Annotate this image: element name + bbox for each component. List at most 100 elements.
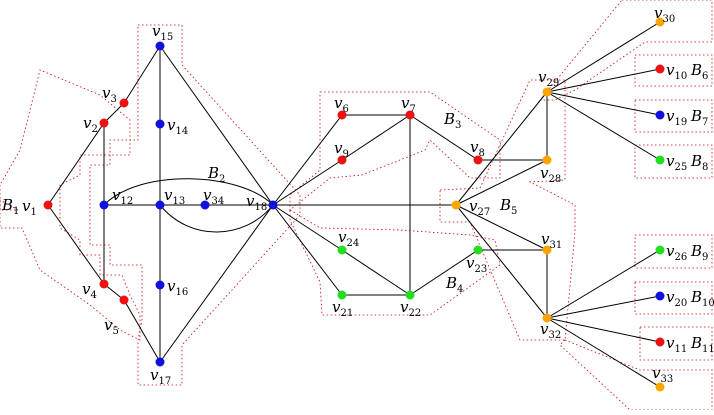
block-label-sub: 11 xyxy=(702,344,714,355)
vertex-label-base: v xyxy=(666,334,675,352)
vertex-v20 xyxy=(655,291,665,301)
edge-v18-v6 xyxy=(272,114,343,206)
block-label-base: B xyxy=(690,61,702,79)
block-label-sub: 7 xyxy=(702,117,708,128)
edge-v32-v33 xyxy=(546,317,661,388)
vertex-label-sub: 11 xyxy=(674,344,687,355)
vertex-v21 xyxy=(337,290,347,300)
vertex-label-sub: 6 xyxy=(342,104,348,115)
vertex-label-v22: v22 xyxy=(400,298,421,319)
vertex-label-base: v xyxy=(203,186,212,204)
vertex-label-sub: 34 xyxy=(211,196,224,207)
block-label-B4: B4 xyxy=(445,274,463,295)
vertex-v29 xyxy=(542,87,552,97)
vertex-label-sub: 4 xyxy=(90,290,96,301)
vertex-label-base: v xyxy=(152,22,161,40)
vertex-v12 xyxy=(99,200,109,210)
block-label-base: B xyxy=(690,288,702,306)
vertex-label-sub: 31 xyxy=(549,240,562,251)
edge-v18-v24 xyxy=(272,204,343,251)
vertex-v28 xyxy=(542,155,552,165)
vertex-label-sub: 16 xyxy=(175,287,188,298)
block-label-B8: B8 xyxy=(690,152,708,173)
vertex-label-v12: v12 xyxy=(112,186,133,207)
block-label-B9: B9 xyxy=(690,242,708,263)
vertex-label-sub: 3 xyxy=(110,94,116,105)
vertex-label-v17: v17 xyxy=(150,366,171,387)
edge-v7-v8 xyxy=(409,114,479,161)
vertex-label-sub: 21 xyxy=(340,308,353,319)
vertex-label-sub: 29 xyxy=(546,78,559,89)
vertex-v24 xyxy=(337,245,347,255)
block-label-sub: 8 xyxy=(702,162,708,173)
edge-v24-v22 xyxy=(341,249,411,296)
block-label-B2: B2 xyxy=(207,164,225,185)
vertex-v27 xyxy=(451,200,461,210)
vertex-v6 xyxy=(337,110,347,120)
vertex-label-sub: 5 xyxy=(112,326,118,337)
vertex-label-base: v xyxy=(334,139,343,157)
block-region-b2 xyxy=(89,24,301,386)
vertex-label-base: v xyxy=(538,68,547,86)
vertex-label-sub: 25 xyxy=(674,162,687,173)
vertex-v18 xyxy=(268,200,278,210)
vertex-label-v7: v7 xyxy=(401,94,416,115)
vertex-v10 xyxy=(655,64,665,74)
vertex-label-v15: v15 xyxy=(152,22,173,43)
vertex-label-v28: v28 xyxy=(540,164,561,185)
vertex-label-base: v xyxy=(167,277,176,295)
block-label-sub: 1 xyxy=(13,206,19,217)
vertex-v9 xyxy=(337,155,347,165)
vertex-label-v2: v2 xyxy=(83,114,98,135)
vertex-label-v27: v27 xyxy=(469,197,490,218)
vertex-v2 xyxy=(99,118,109,128)
block-label-sub: 3 xyxy=(455,120,461,131)
vertex-v8 xyxy=(473,155,483,165)
vertex-label-sub: 26 xyxy=(674,252,687,263)
vertex-label-v5: v5 xyxy=(104,316,119,337)
vertex-v16 xyxy=(155,280,165,290)
vertex-label-v6: v6 xyxy=(334,94,349,115)
vertex-label-sub: 28 xyxy=(548,174,561,185)
vertex-label-base: v xyxy=(338,228,347,246)
vertex-label-v25: v25 xyxy=(666,152,687,173)
block-label-B1: B1 xyxy=(1,196,19,217)
vertex-label-v26: v26 xyxy=(666,242,687,263)
block-label-sub: 4 xyxy=(457,284,463,295)
vertex-label-v4: v4 xyxy=(82,280,97,301)
vertex-label-v16: v16 xyxy=(167,277,188,298)
vertex-label-sub: 12 xyxy=(120,196,133,207)
vertex-v1 xyxy=(43,200,53,210)
vertex-label-v34: v34 xyxy=(203,186,224,207)
edge-v29-v10 xyxy=(546,68,661,93)
vertex-v15 xyxy=(155,41,165,51)
block-label-base: B xyxy=(499,196,511,214)
block-label-B5: B5 xyxy=(499,196,517,217)
edge-v18-v9 xyxy=(272,159,343,206)
vertex-label-sub: 19 xyxy=(674,117,687,128)
vertex-label-v9: v9 xyxy=(334,139,349,160)
vertex-label-sub: 8 xyxy=(478,148,484,159)
block-label-B11: B11 xyxy=(690,334,714,355)
vertex-label-base: v xyxy=(470,138,479,156)
vertex-label-v30: v30 xyxy=(654,4,675,25)
vertex-label-base: v xyxy=(150,366,159,384)
vertex-label-base: v xyxy=(666,107,675,125)
vertex-label-sub: 7 xyxy=(409,104,415,115)
vertex-v7 xyxy=(405,110,415,120)
vertex-label-base: v xyxy=(540,320,549,338)
vertex-label-base: v xyxy=(22,197,31,215)
edge-v29-v30 xyxy=(546,21,661,93)
edge-v1-v4 xyxy=(47,204,105,285)
vertex-v3 xyxy=(119,98,129,108)
vertex-label-sub: 27 xyxy=(477,207,490,218)
vertex-label-v10: v10 xyxy=(666,61,687,82)
vertex-label-base: v xyxy=(654,4,663,22)
vertex-label-v18: v18 xyxy=(246,192,267,213)
vertex-v32 xyxy=(542,313,552,323)
block-label-sub: 2 xyxy=(219,174,225,185)
vertex-label-base: v xyxy=(652,364,661,382)
block-region-b11 xyxy=(639,326,713,361)
block-label-base: B xyxy=(690,242,702,260)
